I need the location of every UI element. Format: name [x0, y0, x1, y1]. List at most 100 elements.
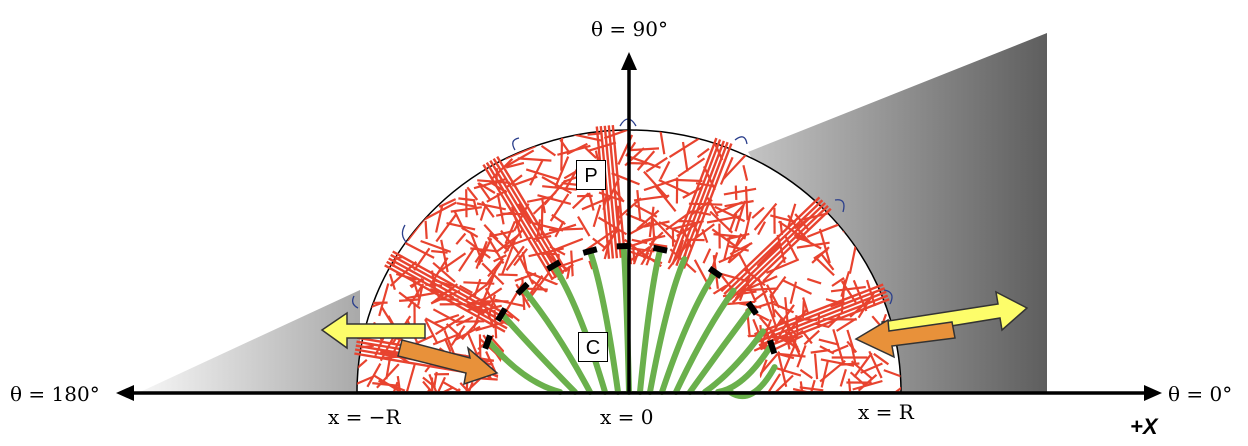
- red-fiber: [840, 270, 851, 298]
- red-fiber: [853, 352, 873, 378]
- red-fiber: [422, 376, 436, 389]
- red-fiber: [380, 350, 398, 356]
- orange-arrow-left: [397, 339, 499, 386]
- red-fiber: [820, 253, 835, 271]
- red-fiber: [458, 247, 476, 272]
- x-axis-right-arrowhead: [1144, 385, 1162, 401]
- red-fiber: [503, 228, 524, 255]
- red-fiber: [459, 284, 473, 294]
- red-fiber: [500, 229, 520, 254]
- x-axis-left-arrowhead: [116, 385, 134, 401]
- green-strand: [687, 306, 754, 395]
- red-fiber: [688, 202, 723, 206]
- aligned-fiber: [492, 157, 565, 275]
- red-fiber: [799, 381, 807, 392]
- red-fiber: [495, 211, 512, 217]
- red-fiber: [719, 156, 734, 185]
- yellow-arrow-left: [320, 311, 426, 350]
- aligned-fiber: [611, 124, 627, 258]
- red-fiber: [648, 206, 655, 238]
- red-fiber: [654, 185, 677, 212]
- red-fiber: [651, 217, 677, 243]
- red-fiber: [802, 297, 810, 315]
- red-fiber: [437, 252, 467, 273]
- red-fiber: [462, 381, 474, 392]
- red-fiber: [435, 314, 465, 336]
- red-fiber: [751, 206, 765, 219]
- red-fiber: [459, 382, 485, 392]
- red-fiber: [518, 255, 534, 285]
- aligned-fiber: [726, 202, 827, 298]
- red-fiber: [378, 379, 406, 392]
- red-fiber: [706, 215, 741, 224]
- aligned-fiber: [671, 139, 722, 265]
- red-fiber: [726, 244, 749, 252]
- red-fiber: [723, 187, 757, 196]
- red-fiber: [517, 157, 552, 162]
- red-fiber: [479, 204, 487, 221]
- red-fiber: [832, 344, 849, 354]
- black-marker-dashes: [482, 242, 778, 355]
- red-fiber: [517, 203, 533, 225]
- theta-180-label: θ = 180°: [10, 382, 100, 406]
- red-fiber: [777, 352, 788, 387]
- red-fiber: [583, 145, 597, 159]
- aligned-fiber: [758, 294, 889, 347]
- black-marker: [546, 259, 562, 272]
- red-fiber: [428, 373, 438, 392]
- red-fiber: [587, 132, 603, 136]
- red-fiber: [514, 272, 537, 282]
- red-fiber: [846, 340, 858, 354]
- red-fiber: [556, 257, 584, 269]
- black-marker: [745, 300, 759, 316]
- green-strand: [647, 256, 688, 395]
- red-fiber: [466, 186, 479, 201]
- theta-0-label: θ = 0°: [1168, 382, 1233, 406]
- red-fiber: [548, 227, 584, 232]
- red-fiber: [455, 232, 467, 245]
- red-fiber: [643, 178, 678, 192]
- red-fiber: [770, 374, 794, 392]
- red-fiber: [484, 287, 498, 310]
- red-fiber: [769, 293, 776, 318]
- red-fiber: [525, 270, 559, 286]
- red-fiber: [682, 186, 703, 199]
- red-fiber: [407, 283, 425, 309]
- black-marker: [652, 244, 668, 254]
- red-fiber: [860, 362, 883, 374]
- aligned-fiber: [731, 207, 832, 304]
- red-fiber: [753, 289, 768, 302]
- red-fiber: [883, 369, 901, 378]
- aligned-fiber: [679, 141, 729, 268]
- red-fiber: [420, 239, 452, 253]
- green-strand: [552, 264, 608, 395]
- red-fiber: [857, 373, 878, 392]
- red-fiber: [722, 153, 748, 180]
- red-fiber: [560, 135, 564, 171]
- red-fiber: [470, 247, 497, 253]
- shaded-wedge-right: [748, 33, 1047, 392]
- red-fiber: [813, 353, 819, 380]
- red-fiber: [554, 156, 570, 188]
- plus-x-label: +X: [1130, 414, 1158, 439]
- red-fiber: [787, 214, 806, 239]
- aligned-fiber: [599, 125, 615, 259]
- red-fiber: [525, 168, 559, 181]
- red-fiber: [848, 245, 857, 274]
- aligned-fiber: [757, 290, 887, 343]
- red-fiber: [526, 287, 548, 291]
- red-fiber: [378, 283, 390, 317]
- red-fiber: [868, 350, 883, 379]
- red-fiber: [778, 352, 806, 358]
- black-marker: [495, 307, 508, 323]
- y-axis: [621, 52, 637, 393]
- red-fiber: [504, 149, 535, 169]
- red-fiber: [494, 234, 519, 254]
- aligned-fiber: [723, 199, 824, 295]
- red-fiber: [806, 223, 839, 238]
- x-r-label: x = R: [858, 400, 914, 424]
- red-fiber: [399, 298, 420, 302]
- red-fiber: [782, 345, 796, 373]
- red-fiber: [649, 242, 668, 248]
